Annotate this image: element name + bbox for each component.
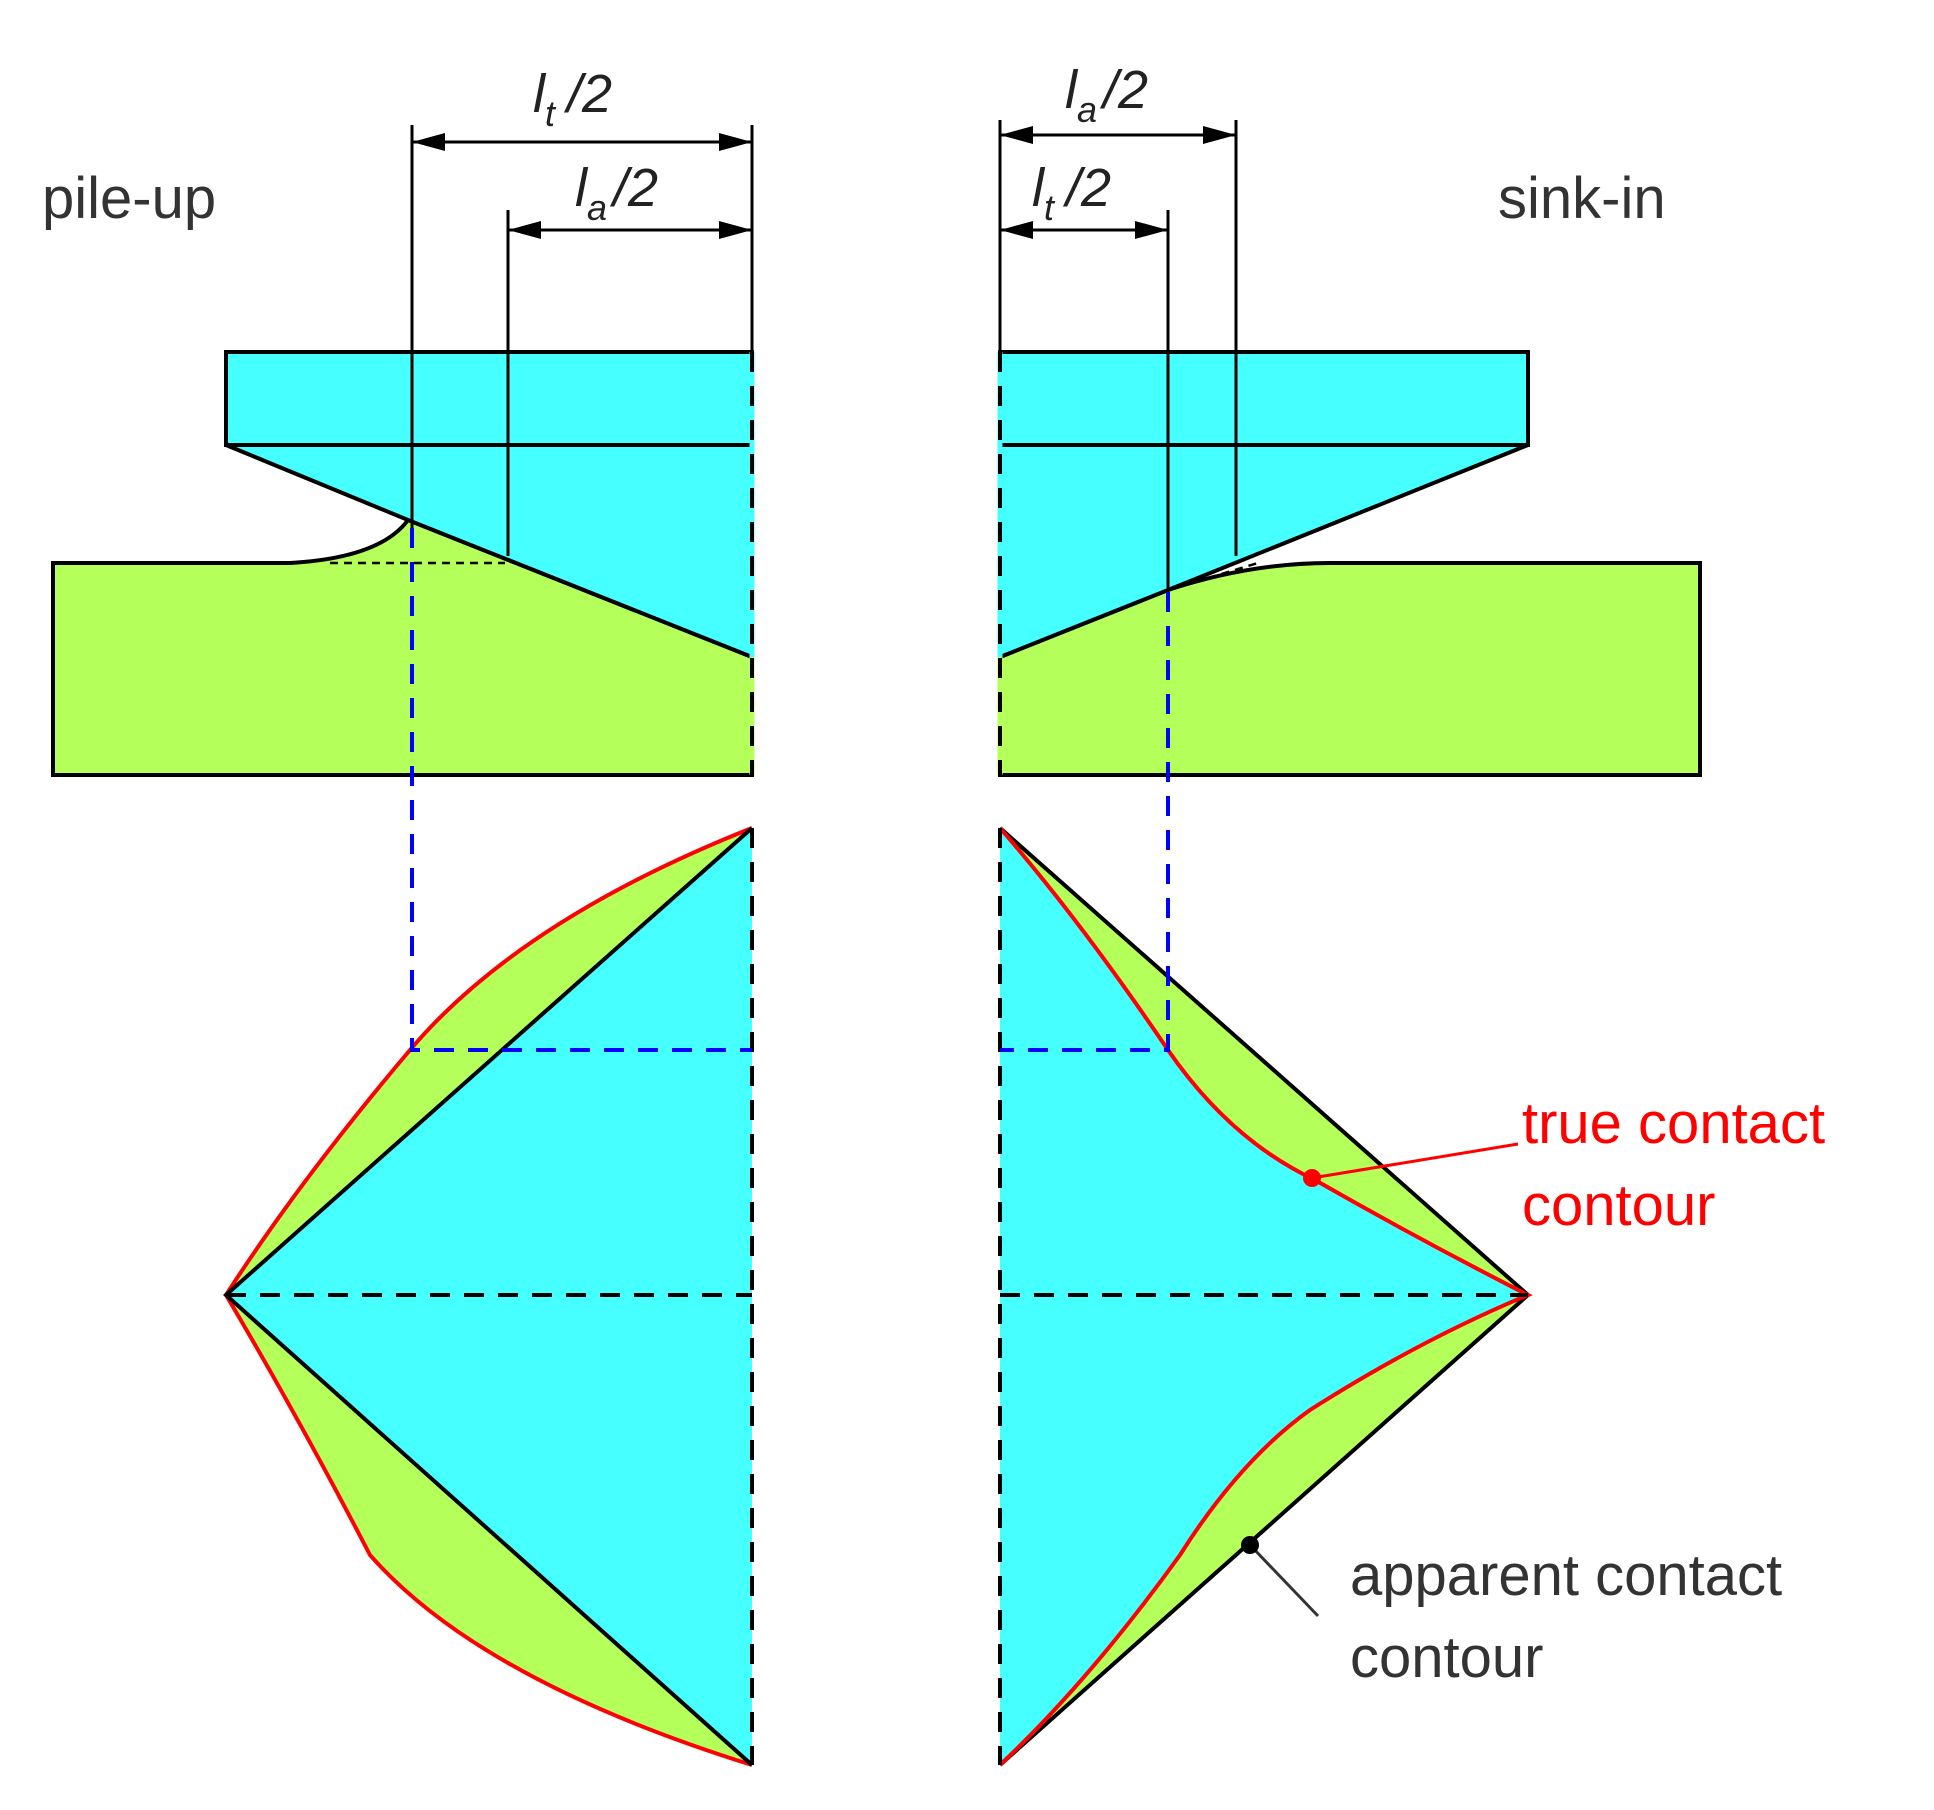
true-contour-leader <box>1311 1142 1519 1180</box>
right-original-surface-line <box>1167 561 1259 592</box>
left-apparent-contact-area <box>226 828 752 1765</box>
label-pile-up: pile-up <box>42 166 216 231</box>
label-true-contact-1: true contact <box>1522 1091 1825 1156</box>
dim-right-bottom: lt/2 <box>1032 158 1111 228</box>
true-contour-marker <box>1303 1169 1321 1187</box>
left-indenter-flange <box>224 350 754 447</box>
label-sink-in: sink-in <box>1498 166 1666 231</box>
apparent-contour-leader <box>1248 1543 1320 1618</box>
label-true-contact-2: contour <box>1522 1173 1715 1238</box>
dim-left-bottom: la/2 <box>575 158 658 228</box>
left-projection-dash <box>410 528 752 1052</box>
apparent-contour-marker <box>1241 1536 1259 1554</box>
label-apparent-contact-1: apparent contact <box>1350 1543 1782 1608</box>
label-apparent-contact-2: contour <box>1350 1625 1543 1690</box>
dim-right-top: la/2 <box>1065 60 1148 130</box>
right-indenter-flange <box>998 350 1530 447</box>
right-projection-dash <box>1000 592 1170 1052</box>
right-true-contact-area <box>1000 828 1528 1765</box>
dim-left-top: lt/2 <box>533 64 612 134</box>
